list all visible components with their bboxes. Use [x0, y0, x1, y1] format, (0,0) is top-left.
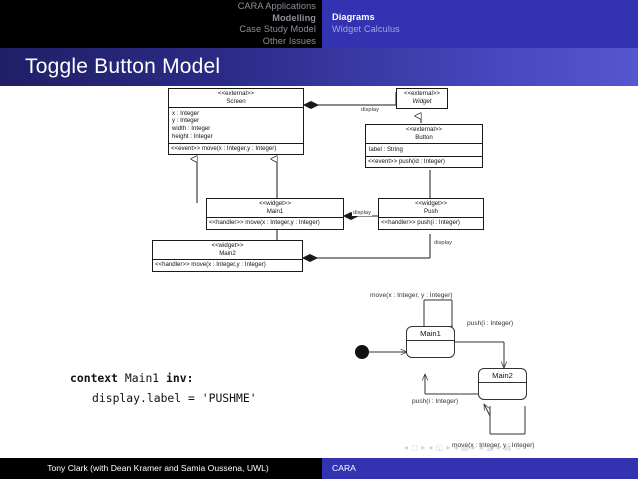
- uml-class-main1-name: Main1: [266, 207, 284, 215]
- assoc-label-display-main1-push: display: [352, 210, 373, 216]
- state-node-main1-label: Main1: [420, 329, 441, 338]
- nav-item-other-issues[interactable]: Other Issues: [262, 35, 316, 46]
- slide-title-bar: Toggle Button Model: [0, 48, 638, 86]
- ocl-spacer: [70, 428, 257, 448]
- uml-class-screen-operations: <<event>> move(x : Integer,y : Integer): [169, 144, 303, 154]
- state-node-main1: Main1: [406, 326, 455, 358]
- uml-attribute: width : Integer: [172, 125, 211, 133]
- uml-class-button-attributes: label : String: [366, 144, 482, 157]
- state-node-main1-compartment: [407, 340, 454, 354]
- ocl-block-main1: context Main1 inv: display.label = 'PUSHM…: [70, 368, 257, 408]
- uml-class-button-operations: <<event>> push(id : Integer): [366, 157, 482, 167]
- transition-label-main2-to-main1: push(i : Integer): [412, 398, 459, 405]
- nav-item-cara-applications[interactable]: CARA Applications: [237, 1, 316, 11]
- page-title: Toggle Button Model: [25, 55, 221, 78]
- uml-class-main2: <<widget>> Main2 <<handler>> move(x : In…: [152, 240, 303, 272]
- header-black-panel: [0, 0, 322, 48]
- uml-attribute: label : String: [369, 145, 403, 153]
- beamer-nav-glyphs[interactable]: ◂ ◻ ▸ ◂ ◱ ▸ ◂ ▤ ▸ ◂ ▥ ▸ ▤ ↺ ◌ ◌: [404, 443, 539, 452]
- footer-black-panel: [0, 458, 322, 479]
- uml-class-main1-stereotype: <<widget>>: [259, 200, 291, 207]
- uml-class-main2-stereotype: <<widget>>: [211, 242, 244, 249]
- uml-class-button-name: Button: [415, 133, 433, 141]
- uml-class-push-operations: <<handler>> push(i : Integer): [379, 218, 483, 228]
- uml-operation: <<handler>> push(i : Integer): [381, 219, 460, 227]
- footer-institution: CARA: [332, 463, 356, 473]
- uml-class-button-header: <<external>> Button: [366, 125, 482, 145]
- uml-class-widget-stereotype: <<external>>: [404, 90, 440, 97]
- uml-class-push-name: Push: [424, 207, 438, 215]
- uml-class-push-header: <<widget>> Push: [379, 199, 483, 219]
- nav-item-modelling[interactable]: Modelling: [272, 12, 316, 23]
- uml-class-main1-header: <<widget>> Main1: [207, 199, 343, 219]
- uml-attribute: y : Integer: [172, 117, 200, 125]
- state-node-main2-label: Main2: [492, 371, 513, 380]
- uml-class-screen-name: Screen: [226, 97, 246, 105]
- slide-footer: Tony Clark (with Dean Kramer and Samia O…: [0, 458, 638, 479]
- header-nav-sections: CARA Applications Modelling Case Study M…: [0, 0, 316, 47]
- uml-class-screen: <<external>> Screen x : Integer y : Inte…: [168, 88, 304, 155]
- transition-label-main1-to-main2: push(i : Integer): [467, 320, 514, 327]
- assoc-label-display-main2-push: display: [433, 240, 454, 246]
- uml-class-widget-header: <<external>> Widget: [397, 89, 447, 108]
- uml-class-button-stereotype: <<external>>: [406, 126, 442, 133]
- header-nav-subsections: Diagrams Widget Calculus: [332, 0, 532, 35]
- state-node-main2: Main2: [478, 368, 527, 400]
- uml-class-screen-attributes: x : Integer y : Integer width : Integer …: [169, 108, 303, 144]
- uml-operation: <<event>> move(x : Integer,y : Integer): [171, 144, 277, 152]
- uml-class-main1: <<widget>> Main1 <<handler>> move(x : In…: [206, 198, 344, 230]
- ocl-constraint-line-1: display.label = 'PUSHME': [92, 391, 257, 405]
- uml-class-screen-stereotype: <<external>>: [218, 90, 254, 97]
- ocl-keyword-context-1: context: [70, 371, 119, 385]
- uml-class-button: <<external>> Button label : String <<eve…: [365, 124, 483, 169]
- uml-class-main2-name: Main2: [219, 249, 236, 257]
- transition-label-main1-self: move(x : Integer, y : Integer): [370, 292, 453, 299]
- footer-author: Tony Clark (with Dean Kramer and Samia O…: [47, 463, 269, 473]
- uml-class-push: <<widget>> Push <<handler>> push(i : Int…: [378, 198, 484, 230]
- nav-item-diagrams[interactable]: Diagrams: [332, 12, 375, 22]
- transition-label-main2-self: move(x : Integer, y : Integer): [452, 442, 535, 449]
- uml-attribute: height : Integer: [172, 132, 213, 140]
- uml-class-widget-name: Widget: [412, 97, 432, 105]
- uml-operation: <<handler>> move(x : Integer,y : Integer…: [209, 219, 320, 227]
- ocl-context-line-1: context Main1 inv:: [70, 368, 257, 388]
- state-node-main2-compartment: [479, 382, 526, 396]
- uml-class-push-stereotype: <<widget>>: [415, 200, 447, 207]
- nav-item-case-study-model[interactable]: Case Study Model: [239, 24, 316, 35]
- beamer-navigation-symbols[interactable]: ◂ ◻ ▸ ◂ ◱ ▸ ◂ ▤ ▸ ◂ ▥ ▸ ▤ ↺ ◌ ◌: [404, 443, 634, 457]
- nav-item-widget-calculus[interactable]: Widget Calculus: [332, 23, 400, 34]
- header-navbar: CARA Applications Modelling Case Study M…: [0, 0, 638, 48]
- ocl-class-main1: Main1: [124, 371, 160, 385]
- uml-operation: <<handler>> move(x : Integer,y : Integer…: [155, 261, 266, 269]
- uml-class-widget: <<external>> Widget: [396, 88, 448, 110]
- slide-body: <<external>> Screen x : Integer y : Inte…: [0, 86, 638, 479]
- uml-operation: <<event>> push(id : Integer): [368, 157, 445, 165]
- ocl-keyword-inv-1: inv:: [166, 371, 194, 385]
- uml-class-main2-operations: <<handler>> move(x : Integer,y : Integer…: [153, 260, 302, 270]
- uml-class-main1-operations: <<handler>> move(x : Integer,y : Integer…: [207, 218, 343, 228]
- assoc-label-display-screen-widget: display: [360, 107, 381, 113]
- uml-class-main2-header: <<widget>> Main2: [153, 241, 302, 261]
- uml-class-screen-header: <<external>> Screen: [169, 89, 303, 109]
- uml-attribute: x : Integer: [172, 109, 200, 117]
